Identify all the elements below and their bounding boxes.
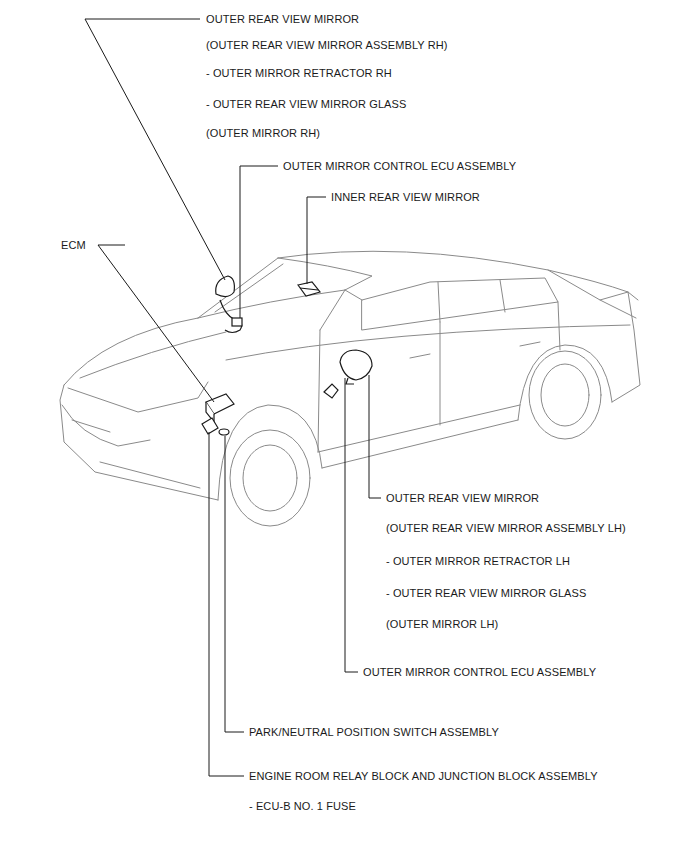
part-label: ENGINE ROOM RELAY BLOCK AND JUNCTION BLO…: [249, 769, 598, 783]
part-label: - OUTER MIRROR RETRACTOR RH: [206, 66, 392, 80]
part-label: OUTER MIRROR CONTROL ECU ASSEMBLY: [283, 159, 516, 173]
part-label: OUTER REAR VIEW MIRROR: [386, 491, 539, 505]
part-label: (OUTER REAR VIEW MIRROR ASSEMBLY RH): [206, 38, 448, 52]
part-label: OUTER REAR VIEW MIRROR: [206, 12, 359, 26]
part-label: ECM: [61, 238, 86, 252]
part-label: - OUTER MIRROR RETRACTOR LH: [386, 554, 570, 568]
part-label: (OUTER MIRROR RH): [206, 126, 320, 140]
part-label: (OUTER MIRROR LH): [386, 617, 498, 631]
part-label: (OUTER REAR VIEW MIRROR ASSEMBLY LH): [386, 521, 626, 535]
part-label: OUTER MIRROR CONTROL ECU ASSEMBLY: [363, 665, 596, 679]
part-label: PARK/NEUTRAL POSITION SWITCH ASSEMBLY: [249, 725, 499, 739]
part-label: - OUTER REAR VIEW MIRROR GLASS: [386, 586, 586, 600]
part-label: - ECU-B NO. 1 FUSE: [249, 799, 356, 813]
part-label: INNER REAR VIEW MIRROR: [331, 190, 480, 204]
part-label: - OUTER REAR VIEW MIRROR GLASS: [206, 97, 406, 111]
